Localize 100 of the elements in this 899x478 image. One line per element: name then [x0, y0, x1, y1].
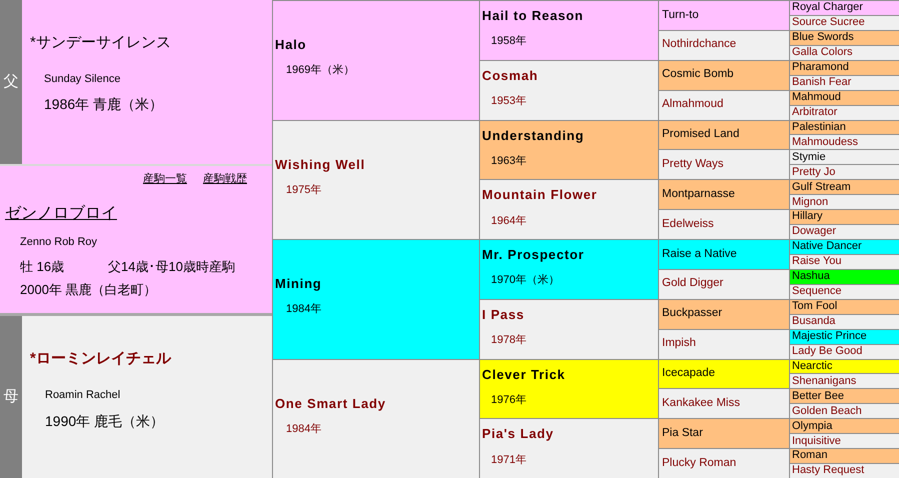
ancestor-cell — [658, 120, 789, 150]
sex-age: 牡 16歳 — [20, 259, 64, 275]
ancestor-cell — [658, 179, 789, 210]
horse-name: Majestic Prince — [792, 330, 867, 344]
horse-name: Nashua — [792, 270, 830, 284]
birth-year: 1971年 — [491, 454, 526, 467]
ancestor-cell — [658, 418, 789, 448]
ancestor-cell — [789, 403, 899, 418]
ancestor-cell — [789, 463, 899, 478]
horse-name: Cosmic Bomb — [662, 68, 734, 82]
horse-name: Pretty Ways — [662, 158, 724, 172]
horse-name: Montparnasse — [662, 188, 735, 202]
horse-name: Raise a Native — [662, 248, 737, 262]
birth-year: 1976年 — [491, 394, 526, 408]
ancestor-cell — [789, 328, 899, 344]
ancestor-cell — [789, 298, 899, 314]
birth-year: 1984年 — [286, 303, 322, 317]
ancestor-cell — [658, 239, 789, 269]
horse-name: Source Sucree — [792, 16, 865, 30]
horse-name: Pretty Jo — [792, 166, 836, 179]
parent-label: 父 — [2, 73, 20, 91]
horse-name: One Smart Lady — [275, 396, 386, 412]
parent-label: 母 — [2, 388, 20, 406]
ancestor-cell — [789, 344, 899, 358]
ancestor-cell — [789, 209, 899, 224]
ancestor-cell — [658, 149, 789, 180]
ancestor-cell — [789, 239, 899, 254]
ancestor-cell — [789, 74, 899, 90]
ancestor-cell — [789, 224, 899, 239]
ancestor-cell — [789, 0, 899, 15]
ancestor-cell — [789, 433, 899, 448]
horse-name: Halo — [275, 37, 306, 53]
ancestor-cell — [789, 448, 899, 464]
ancestor-cell — [479, 179, 658, 239]
horse-name: Pia's Lady — [482, 426, 554, 442]
ancestor-cell — [658, 448, 789, 478]
horse-name: Tom Fool — [792, 300, 838, 314]
horse-name: Native Dancer — [792, 240, 862, 254]
ancestor-cell — [272, 358, 479, 478]
horse-name: Palestinian — [792, 120, 846, 134]
horse-name: Stymie — [792, 150, 826, 164]
ancestor-cell — [479, 0, 658, 60]
sire-panel — [22, 0, 272, 164]
horse-name: Promised Land — [662, 128, 740, 142]
ancestor-cell — [789, 149, 899, 164]
ancestor-cell — [789, 194, 899, 210]
ancestor-cell — [658, 298, 789, 329]
birth-year: 1978年 — [491, 334, 526, 348]
horse-name: Better Bee — [792, 390, 844, 403]
horse-name-link: ゼンノロブロイ — [5, 204, 117, 224]
birth-info: 2000年 黒鹿（白老町） — [20, 282, 157, 298]
horse-name: *ローミンレイチェル — [30, 350, 171, 368]
horse-name-english: Zenno Rob Roy — [20, 236, 98, 250]
birth-year: 1953年 — [491, 95, 526, 108]
horse-name: Gold Digger — [662, 277, 724, 292]
ancestor-cell — [789, 373, 899, 388]
ancestor-cell — [789, 120, 899, 134]
ancestor-cell — [789, 179, 899, 194]
birth-year: 1964年 — [491, 214, 526, 228]
horse-name: *サンデーサイレンス — [30, 34, 171, 52]
ancestor-cell — [789, 30, 899, 45]
ancestor-cell — [789, 60, 899, 75]
horse-name: Cosmah — [482, 68, 538, 84]
side-label-bar — [0, 0, 22, 164]
offspring-record-link: 産駒戦歴 — [203, 173, 247, 187]
ancestor-cell — [789, 134, 899, 150]
ancestor-cell — [789, 388, 899, 404]
horse-name: Sequence — [792, 285, 842, 298]
ancestor-cell — [789, 14, 899, 30]
horse-name-english: Sunday Silence — [44, 73, 120, 87]
birth-info: 1990年 鹿毛（米） — [45, 412, 164, 430]
ancestor-cell — [789, 254, 899, 269]
horse-name: Busanda — [792, 315, 836, 328]
birth-year: 1963年 — [491, 154, 526, 168]
birth-year: 1970年（米） — [491, 274, 560, 288]
horse-name: Roman — [792, 449, 828, 463]
horse-name: Kankakee Miss — [662, 396, 740, 411]
horse-name: Nothirdchance — [662, 38, 736, 52]
ancestor-cell — [658, 328, 789, 358]
ancestor-cell — [658, 0, 789, 30]
parent-age-info: 父14歳･母10歳時産駒 — [108, 259, 235, 275]
horse-name: Lady Be Good — [792, 344, 862, 358]
ancestor-cell — [658, 268, 789, 299]
birth-year: 1975年 — [286, 184, 322, 198]
horse-name: Gulf Stream — [792, 180, 851, 194]
ancestor-cell — [789, 358, 899, 374]
horse-name: Blue Swords — [792, 31, 854, 44]
horse-name: Clever Trick — [482, 366, 566, 382]
horse-name: Mountain Flower — [482, 187, 598, 204]
horse-name: Royal Charger — [792, 1, 863, 15]
ancestor-cell — [789, 90, 899, 105]
ancestor-cell — [272, 120, 479, 239]
ancestor-cell — [479, 298, 658, 358]
dam-panel — [22, 316, 272, 478]
horse-name: Inquisitive — [792, 434, 841, 448]
ancestor-cell — [272, 239, 479, 358]
horse-name: Golden Beach — [792, 404, 862, 418]
horse-name: Understanding — [482, 128, 584, 144]
birth-year: 1969年（米） — [286, 64, 354, 78]
ancestor-cell — [789, 268, 899, 284]
